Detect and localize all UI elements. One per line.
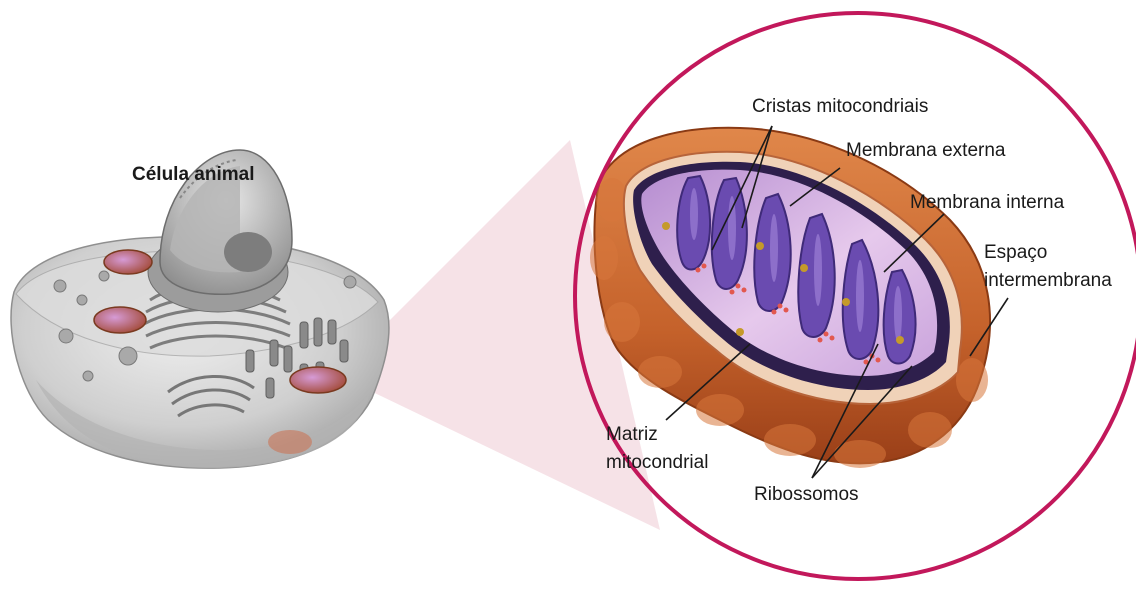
nucleolus xyxy=(224,232,272,272)
leader-membrana-interna xyxy=(883,213,945,273)
leader-ribossomos-1 xyxy=(811,343,879,479)
cell-title: Célula animal xyxy=(132,164,255,185)
label-membrana-externa: Membrana externa xyxy=(846,140,1006,161)
leader-cristas-2 xyxy=(741,125,773,229)
leader-cristas-1 xyxy=(711,125,773,251)
vesicles xyxy=(53,270,357,382)
leader-espaco xyxy=(969,297,1009,357)
ribosome-dots xyxy=(695,263,881,365)
cell-mitochondria xyxy=(93,249,347,454)
mitochondrion-detail xyxy=(590,126,991,468)
leader-lines xyxy=(665,125,1009,479)
label-cristas-mitocondriais: Cristas mitocondriais xyxy=(752,96,929,117)
cristae-highlights xyxy=(690,188,902,342)
label-espaco-intermembrana-line2: intermembrana xyxy=(984,270,1112,291)
leader-ribossomos-2 xyxy=(811,365,913,479)
outer-membrane-bumps xyxy=(590,178,988,468)
leader-matriz xyxy=(665,343,751,421)
matrix-granules xyxy=(662,222,904,344)
label-matriz-mitocondrial-line1: Matriz xyxy=(606,424,658,445)
label-membrana-interna: Membrana interna xyxy=(910,192,1065,213)
zoom-cone xyxy=(358,140,660,530)
golgi-apparatus xyxy=(167,375,255,418)
label-espaco-intermembrana-line1: Espaço xyxy=(984,242,1048,263)
label-ribossomos: Ribossomos xyxy=(754,484,859,505)
label-matriz-mitocondrial-line2: mitocondrial xyxy=(606,452,709,473)
nucleus xyxy=(147,149,293,313)
leader-membrana-externa xyxy=(789,167,841,207)
animal-cell xyxy=(10,149,390,469)
zoom-circle xyxy=(573,11,1136,581)
